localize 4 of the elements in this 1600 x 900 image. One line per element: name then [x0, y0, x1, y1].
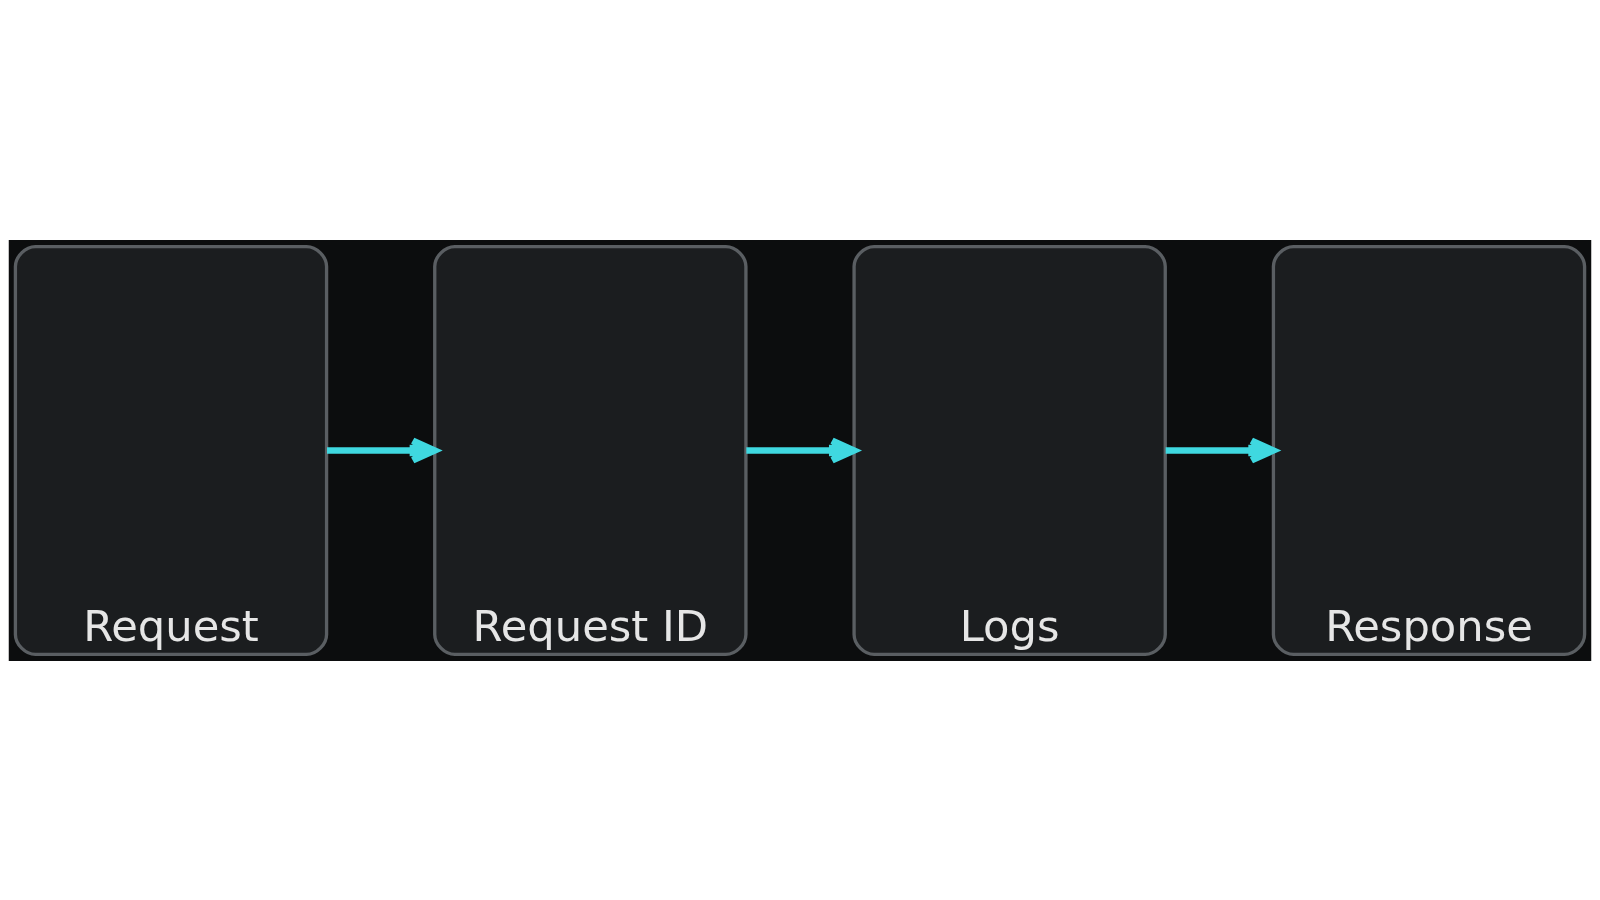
node-box: Request ID — [433, 244, 748, 656]
node-box: Logs — [852, 244, 1167, 656]
node-box: Request — [13, 244, 329, 656]
node-box: Response — [1271, 244, 1587, 656]
